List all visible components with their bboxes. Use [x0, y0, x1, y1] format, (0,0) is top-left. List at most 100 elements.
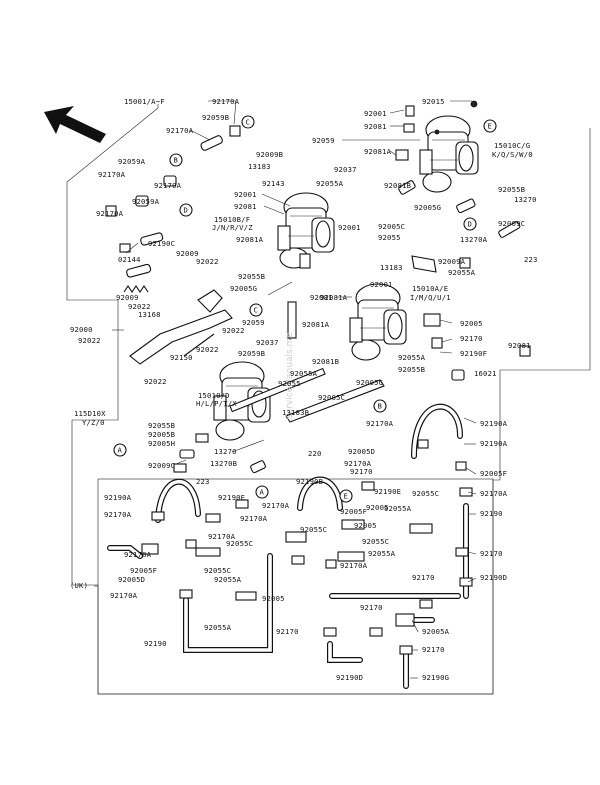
part-label: 92081A [364, 147, 392, 156]
part-label: 92055B [238, 272, 265, 281]
part-label: H/L/P/T/X [196, 399, 237, 408]
part-label: 92170A [98, 170, 126, 179]
part-label: 92059A [132, 197, 160, 206]
part-label: 92170A [104, 510, 132, 519]
part-label: 92001 [370, 280, 393, 289]
part-label: 92005 [366, 503, 389, 512]
part-label: 92005G [414, 203, 441, 212]
part-label: 92190 [144, 639, 167, 648]
part-label: 92055A [316, 179, 344, 188]
part-label: 115D10X [74, 409, 106, 418]
part-label: 92009C [148, 461, 175, 470]
part-label: 92009B [256, 150, 283, 159]
part-label: J/N/R/V/Z [212, 223, 253, 232]
part-label: 92059A [118, 157, 146, 166]
t-fittings [141, 439, 473, 655]
callout-d-2: D [468, 220, 473, 229]
part-label: 92170A [262, 501, 290, 510]
part-label: 92055A [398, 353, 426, 362]
part-label: 92170 [350, 467, 373, 476]
fittings-upper-left [105, 125, 241, 278]
part-label: 92190E [218, 493, 245, 502]
part-label: 92190D [336, 673, 363, 682]
part-label: 92055B [498, 185, 525, 194]
part-label: 13183 [380, 263, 403, 272]
part-label: 92005G [230, 284, 257, 293]
part-label: 13183 [248, 162, 271, 171]
part-label: 92005C [378, 222, 405, 231]
part-label: 92170 [276, 627, 299, 636]
part-label: 92170A [344, 459, 372, 468]
part-label: 15010A/E [412, 284, 448, 293]
part-label: 92081A [236, 235, 264, 244]
part-label: 92009C [498, 219, 525, 228]
part-label: 92000 [70, 325, 93, 334]
part-label: 92170A [340, 561, 368, 570]
part-label: 92170 [412, 573, 435, 582]
part-label: 92055C [300, 525, 327, 534]
linkage-bracket [129, 289, 385, 423]
part-label: 92009A [438, 257, 466, 266]
part-label: 92005A [422, 627, 450, 636]
part-label: 92055C [412, 489, 439, 498]
part-label: 92081A [320, 293, 348, 302]
part-label: 92022 [78, 336, 101, 345]
part-label: 92005D [348, 447, 375, 456]
part-label: 92009 [176, 249, 199, 258]
part-label: 92170A [366, 419, 394, 428]
callout-c-2: C [254, 306, 259, 315]
spring-02144 [123, 285, 149, 293]
part-label: K/Q/S/W/0 [492, 150, 533, 159]
part-label: 92055A [384, 504, 412, 513]
part-label: 92190G [422, 673, 449, 682]
part-label: 92143 [262, 179, 285, 188]
part-label: 16021 [474, 369, 497, 378]
part-label: 92055 [278, 379, 301, 388]
part-label: 92170A [212, 97, 240, 106]
part-label: 92170 [480, 549, 503, 558]
part-label: 92005F [480, 469, 507, 478]
part-label: 92037 [256, 338, 279, 347]
callout-a-1: A [118, 446, 123, 455]
watermark: ServiceManuals.me [285, 332, 295, 420]
part-label: 223 [524, 255, 538, 264]
part-label: 92005F [340, 507, 367, 516]
part-label: 13270A [460, 235, 488, 244]
part-label: 92022 [196, 345, 219, 354]
part-label: 92005 [354, 521, 377, 530]
part-label: 92005H [148, 439, 175, 448]
part-label: 92055B [398, 365, 425, 374]
part-label: 92005 [262, 594, 285, 603]
fittings-right [299, 100, 531, 381]
part-label: 92055B [148, 421, 175, 430]
leader-lines [94, 100, 477, 679]
callout-letters: C B D E D C B A A E [113, 115, 497, 503]
carburetor-2 [277, 192, 335, 269]
part-label: 92081B [384, 181, 411, 190]
part-label: 92081 [508, 341, 531, 350]
part-label: 92170A [96, 209, 124, 218]
part-label: 92170 [460, 334, 483, 343]
part-label: 92005C [318, 393, 345, 402]
part-label: 92015 [422, 97, 445, 106]
part-label: 92170A [124, 550, 152, 559]
part-label: 92037 [334, 165, 357, 174]
part-label: 92190 [480, 509, 503, 518]
part-label: 92005F [130, 566, 157, 575]
part-label: 92059B [202, 113, 229, 122]
part-label: 92009 [116, 293, 139, 302]
part-label: 92190F [460, 349, 487, 358]
part-label: 92055C [226, 539, 253, 548]
part-label: 13183B [282, 408, 309, 417]
part-label: 92001 [234, 190, 257, 199]
part-label: Y/Z/0 [82, 418, 105, 427]
part-label: 15001/A~F [124, 97, 165, 106]
part-label: 92190D [480, 573, 507, 582]
part-label: 92001 [338, 223, 361, 232]
part-label: 92170A [480, 489, 508, 498]
part-label: 13168 [138, 310, 161, 319]
callout-b-2: B [378, 402, 383, 411]
part-label: 92055A [204, 623, 232, 632]
part-label: 92005G [356, 378, 383, 387]
direction-arrow-icon [44, 106, 106, 143]
